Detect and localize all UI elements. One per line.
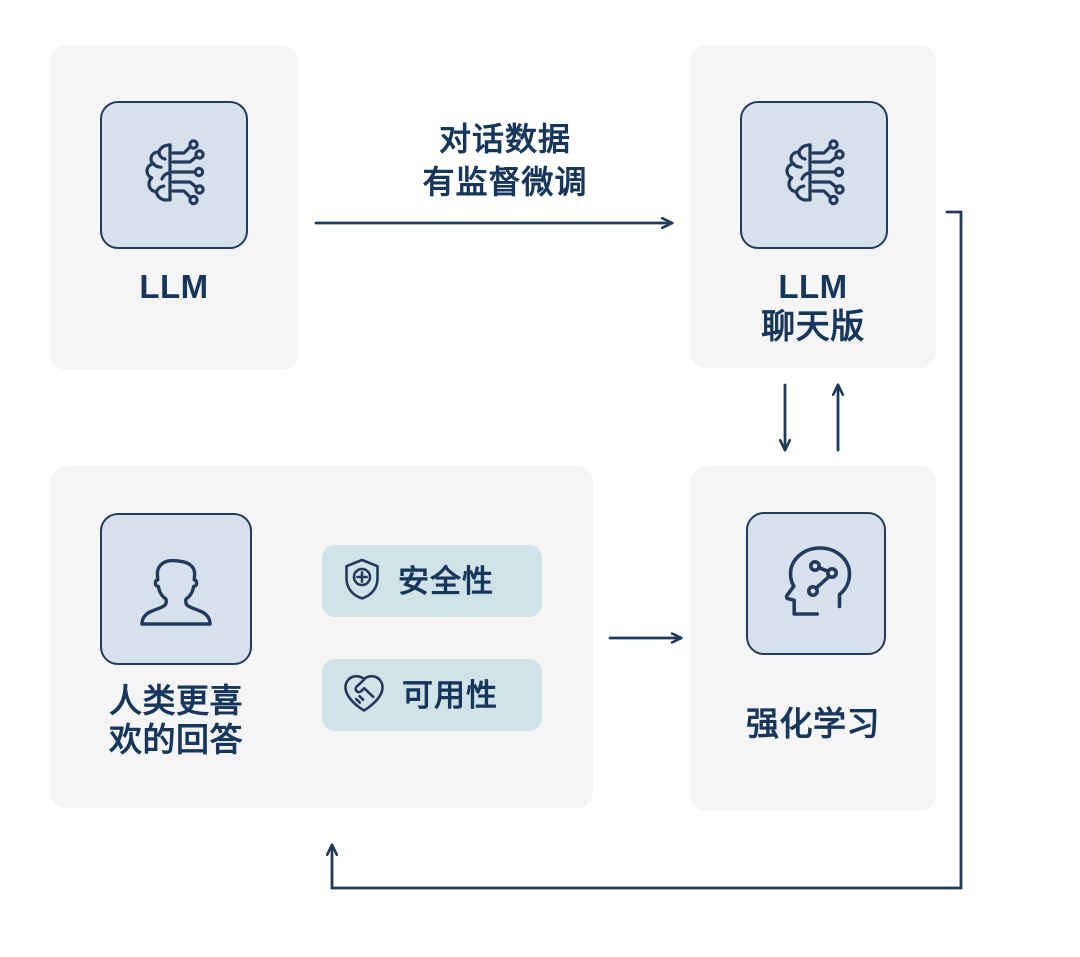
head-network-icon-tile <box>746 512 886 655</box>
node-label-human-pref-line1: 人类更喜 <box>109 682 243 719</box>
badge-helpfulness-label: 可用性 <box>402 677 498 713</box>
badge-safety: 安全性 <box>322 545 542 617</box>
brain-circuit-icon-tile-llm <box>100 101 248 249</box>
brain-circuit-icon-tile-llm-chat <box>740 101 888 249</box>
badge-safety-label: 安全性 <box>398 563 494 599</box>
shield-plus-icon <box>342 557 382 606</box>
node-label-rl-line1: 强化学习 <box>746 705 880 742</box>
node-label-human-pref: 人类更喜 欢的回答 <box>62 682 290 760</box>
node-label-human-pref-line2: 欢的回答 <box>109 720 243 758</box>
node-label-llm-line1: LLM <box>139 268 209 305</box>
edge-label-sft: 对话数据 有监督微调 <box>330 118 680 203</box>
node-label-llm-chat-line2: 聊天版 <box>761 307 865 346</box>
node-label-llm-chat-line1: LLM <box>778 268 848 305</box>
edge-label-sft-line1: 对话数据 <box>438 121 571 157</box>
node-label-llm-chat: LLM 聊天版 <box>690 268 936 347</box>
badge-helpfulness: 可用性 <box>322 659 542 731</box>
person-icon <box>124 537 228 641</box>
brain-circuit-icon <box>766 127 862 223</box>
node-label-llm: LLM <box>50 268 298 307</box>
head-network-icon <box>768 536 864 632</box>
edge-label-sft-line2: 有监督微调 <box>422 163 588 200</box>
heart-handshake-icon <box>342 672 386 719</box>
node-label-rl: 强化学习 <box>690 705 936 744</box>
person-icon-tile <box>100 513 252 665</box>
brain-circuit-icon <box>126 127 222 223</box>
